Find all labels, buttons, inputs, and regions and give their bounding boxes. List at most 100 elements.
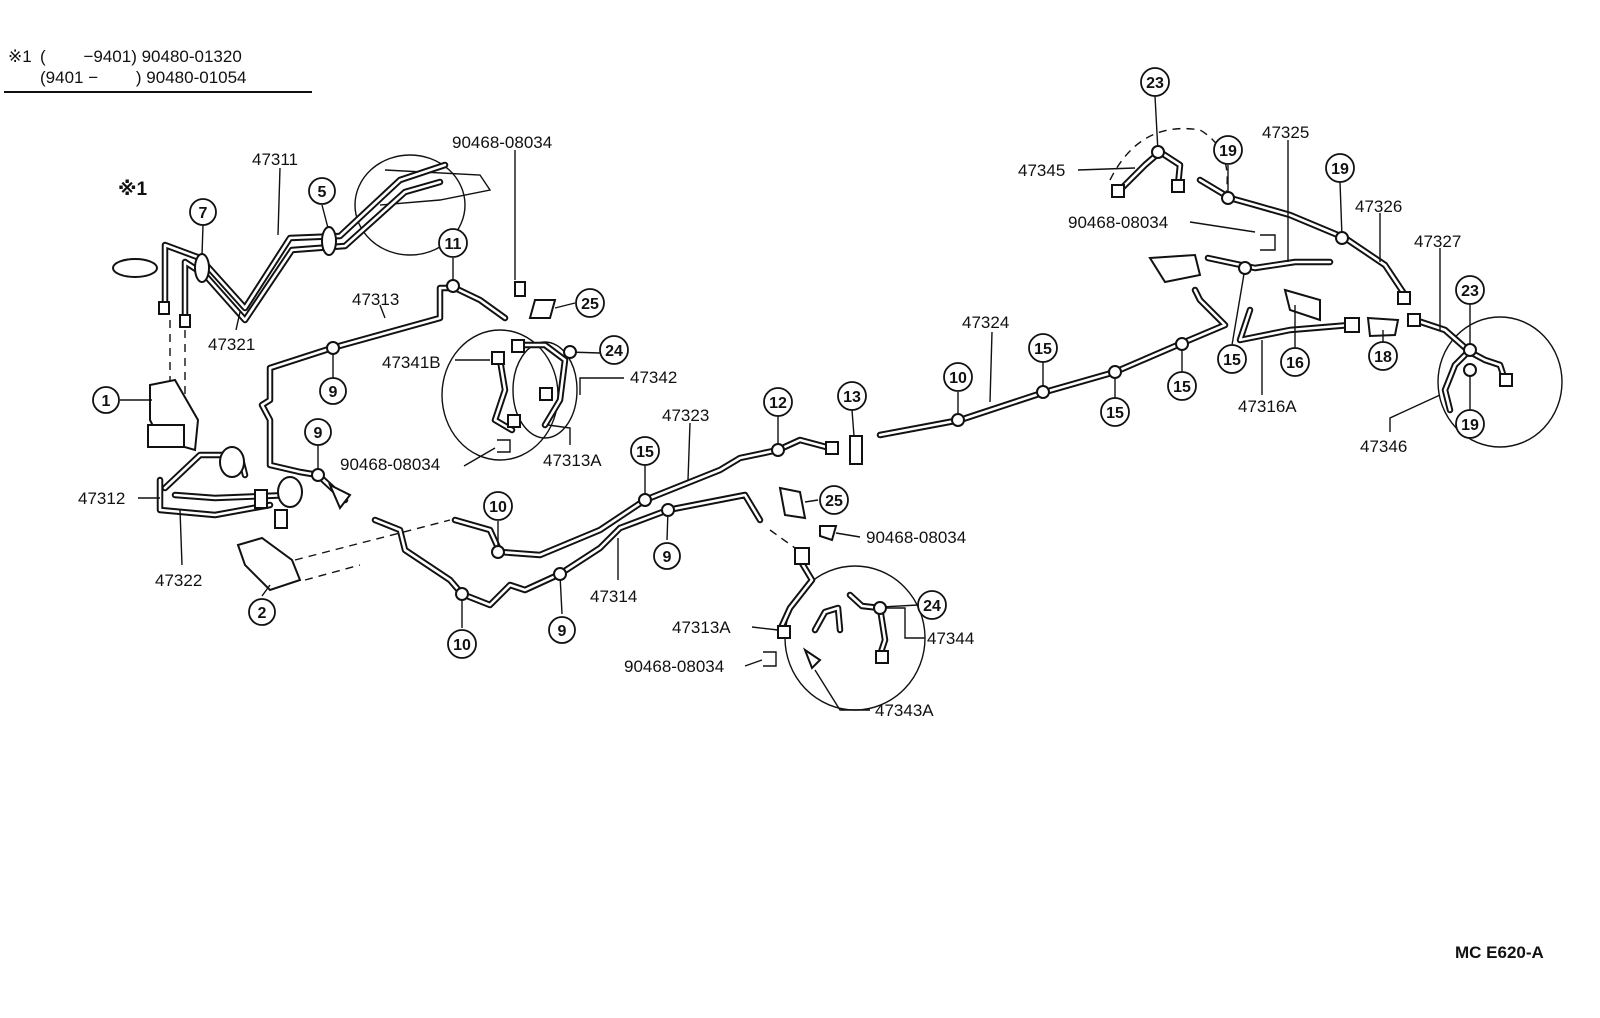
callout-9-label: 9: [558, 623, 567, 640]
callout-11: 11: [438, 228, 468, 258]
callout-9: 9: [319, 377, 347, 405]
part-number-47341B: 47341B: [382, 353, 441, 372]
callout-9-label: 9: [314, 425, 323, 442]
callout-1-label: 1: [102, 393, 111, 410]
part-number-47313A: 47313A: [672, 618, 731, 637]
bracket-13: [849, 435, 863, 465]
pipe-47327: [1411, 316, 1509, 384]
rear-brake-lower: [1407, 313, 1563, 448]
callout-9: 9: [304, 418, 332, 446]
reference-callouts: 1 2 5 7 9 9 9 9 10 10 10 11 12 13 15 15 …: [92, 67, 1485, 659]
callout-19: 19: [1325, 153, 1355, 183]
callout-7: 7: [189, 198, 217, 226]
part-number-47312: 47312: [78, 489, 125, 508]
callout-24: 24: [917, 590, 947, 620]
callout-19-label: 19: [1331, 161, 1349, 178]
part-number-47326: 47326: [1355, 197, 1402, 216]
part-number-47313A: 47313A: [543, 451, 602, 470]
callout-15: 15: [1100, 397, 1130, 427]
part-number-47344: 47344: [927, 629, 974, 648]
callout-24-label: 24: [605, 343, 623, 360]
rear-brake-upper: [1109, 127, 1411, 344]
clamp-5: [321, 226, 337, 256]
proportioning-valve-2: [236, 536, 302, 592]
pipe-junctions: [311, 145, 1477, 615]
part-number-47322: 47322: [155, 571, 202, 590]
part-number-47316A: 47316A: [1238, 397, 1297, 416]
part-number-47325: 47325: [1262, 123, 1309, 142]
callout-23: 23: [1140, 67, 1170, 97]
valve-block: [147, 424, 185, 448]
callout-23: 23: [1455, 275, 1485, 305]
callout-2-label: 2: [258, 605, 267, 622]
bracket-25-lower: [778, 486, 807, 520]
callout-18: 18: [1368, 341, 1398, 371]
master-cylinder-body: [379, 169, 492, 206]
callout-15: 15: [1217, 344, 1247, 374]
clip-90468-top: [514, 281, 526, 297]
callout-11-label: 11: [445, 236, 462, 253]
clip-90468: [497, 439, 511, 453]
bracket-16: [1283, 288, 1321, 322]
part-number-47342: 47342: [630, 368, 677, 387]
callout-25: 25: [575, 288, 605, 318]
callout-19: 19: [1455, 409, 1485, 439]
coil-loop: [277, 476, 303, 508]
callout-15-label: 15: [636, 444, 654, 461]
callout-16: 16: [1280, 347, 1310, 377]
callout-10: 10: [943, 362, 973, 392]
part-number-labels: 47311 47321 47312 47322 47313 47341B 473…: [78, 123, 1461, 720]
part-number-47321: 47321: [208, 335, 255, 354]
front-right-brake: [441, 281, 578, 461]
callout-19-label: 19: [1461, 417, 1479, 434]
callout-15: 15: [1028, 333, 1058, 363]
callout-15-label: 15: [1106, 405, 1124, 422]
callout-9-label: 9: [663, 549, 672, 566]
figure-reference: MC E620-A: [1455, 943, 1544, 962]
callout-2: 2: [248, 598, 276, 626]
part-number-90468-08034: 90468-08034: [1068, 213, 1168, 232]
header-note-line1: ( −9401) 90480-01320: [40, 47, 242, 66]
clamp-9: [327, 482, 352, 510]
callout-24: 24: [599, 335, 629, 365]
callout-15-label: 15: [1223, 352, 1241, 369]
coil-loop: [219, 446, 245, 478]
callout-24-label: 24: [923, 598, 941, 615]
front-left-brake: [763, 486, 926, 711]
callout-13: 13: [837, 381, 867, 411]
drum-outline-lower: [1437, 316, 1563, 448]
callout-7-label: 7: [199, 205, 208, 222]
part-number-90468-08034: 90468-08034: [624, 657, 724, 676]
pipe-47314: [371, 491, 764, 609]
part-number-90468-08034: 90468-08034: [452, 133, 552, 152]
callout-1: 1: [92, 386, 120, 414]
grommet: [112, 258, 158, 278]
bracket-25-top: [528, 299, 557, 319]
callout-5: 5: [308, 177, 336, 205]
clip-90468-lower: [763, 651, 777, 667]
callout-13-label: 13: [843, 389, 861, 406]
clip-90468-mid: [819, 525, 838, 542]
callout-19: 19: [1213, 135, 1243, 165]
callout-10: 10: [447, 629, 477, 659]
part-number-90468-08034: 90468-08034: [340, 455, 440, 474]
callout-25: 25: [819, 485, 849, 515]
star-mark-label: ※1: [118, 179, 147, 200]
part-number-47327: 47327: [1414, 232, 1461, 251]
callout-23-label: 23: [1146, 75, 1164, 92]
callout-10-label: 10: [949, 370, 967, 387]
callout-16-label: 16: [1286, 355, 1304, 372]
callout-19-label: 19: [1219, 143, 1237, 160]
callout-25-label: 25: [825, 493, 843, 510]
header-note: ※1 ( −9401) 90480-01320 (9401 − ) 90480-…: [4, 47, 312, 93]
callout-15-label: 15: [1173, 379, 1191, 396]
part-number-47313: 47313: [352, 290, 399, 309]
header-note-line2: (9401 − ) 90480-01054: [40, 68, 247, 87]
part-number-47314: 47314: [590, 587, 637, 606]
callout-5-label: 5: [318, 184, 327, 201]
callout-12: 12: [763, 387, 793, 417]
callout-25-label: 25: [581, 296, 599, 313]
callout-18-label: 18: [1374, 349, 1392, 366]
part-number-47345: 47345: [1018, 161, 1065, 180]
